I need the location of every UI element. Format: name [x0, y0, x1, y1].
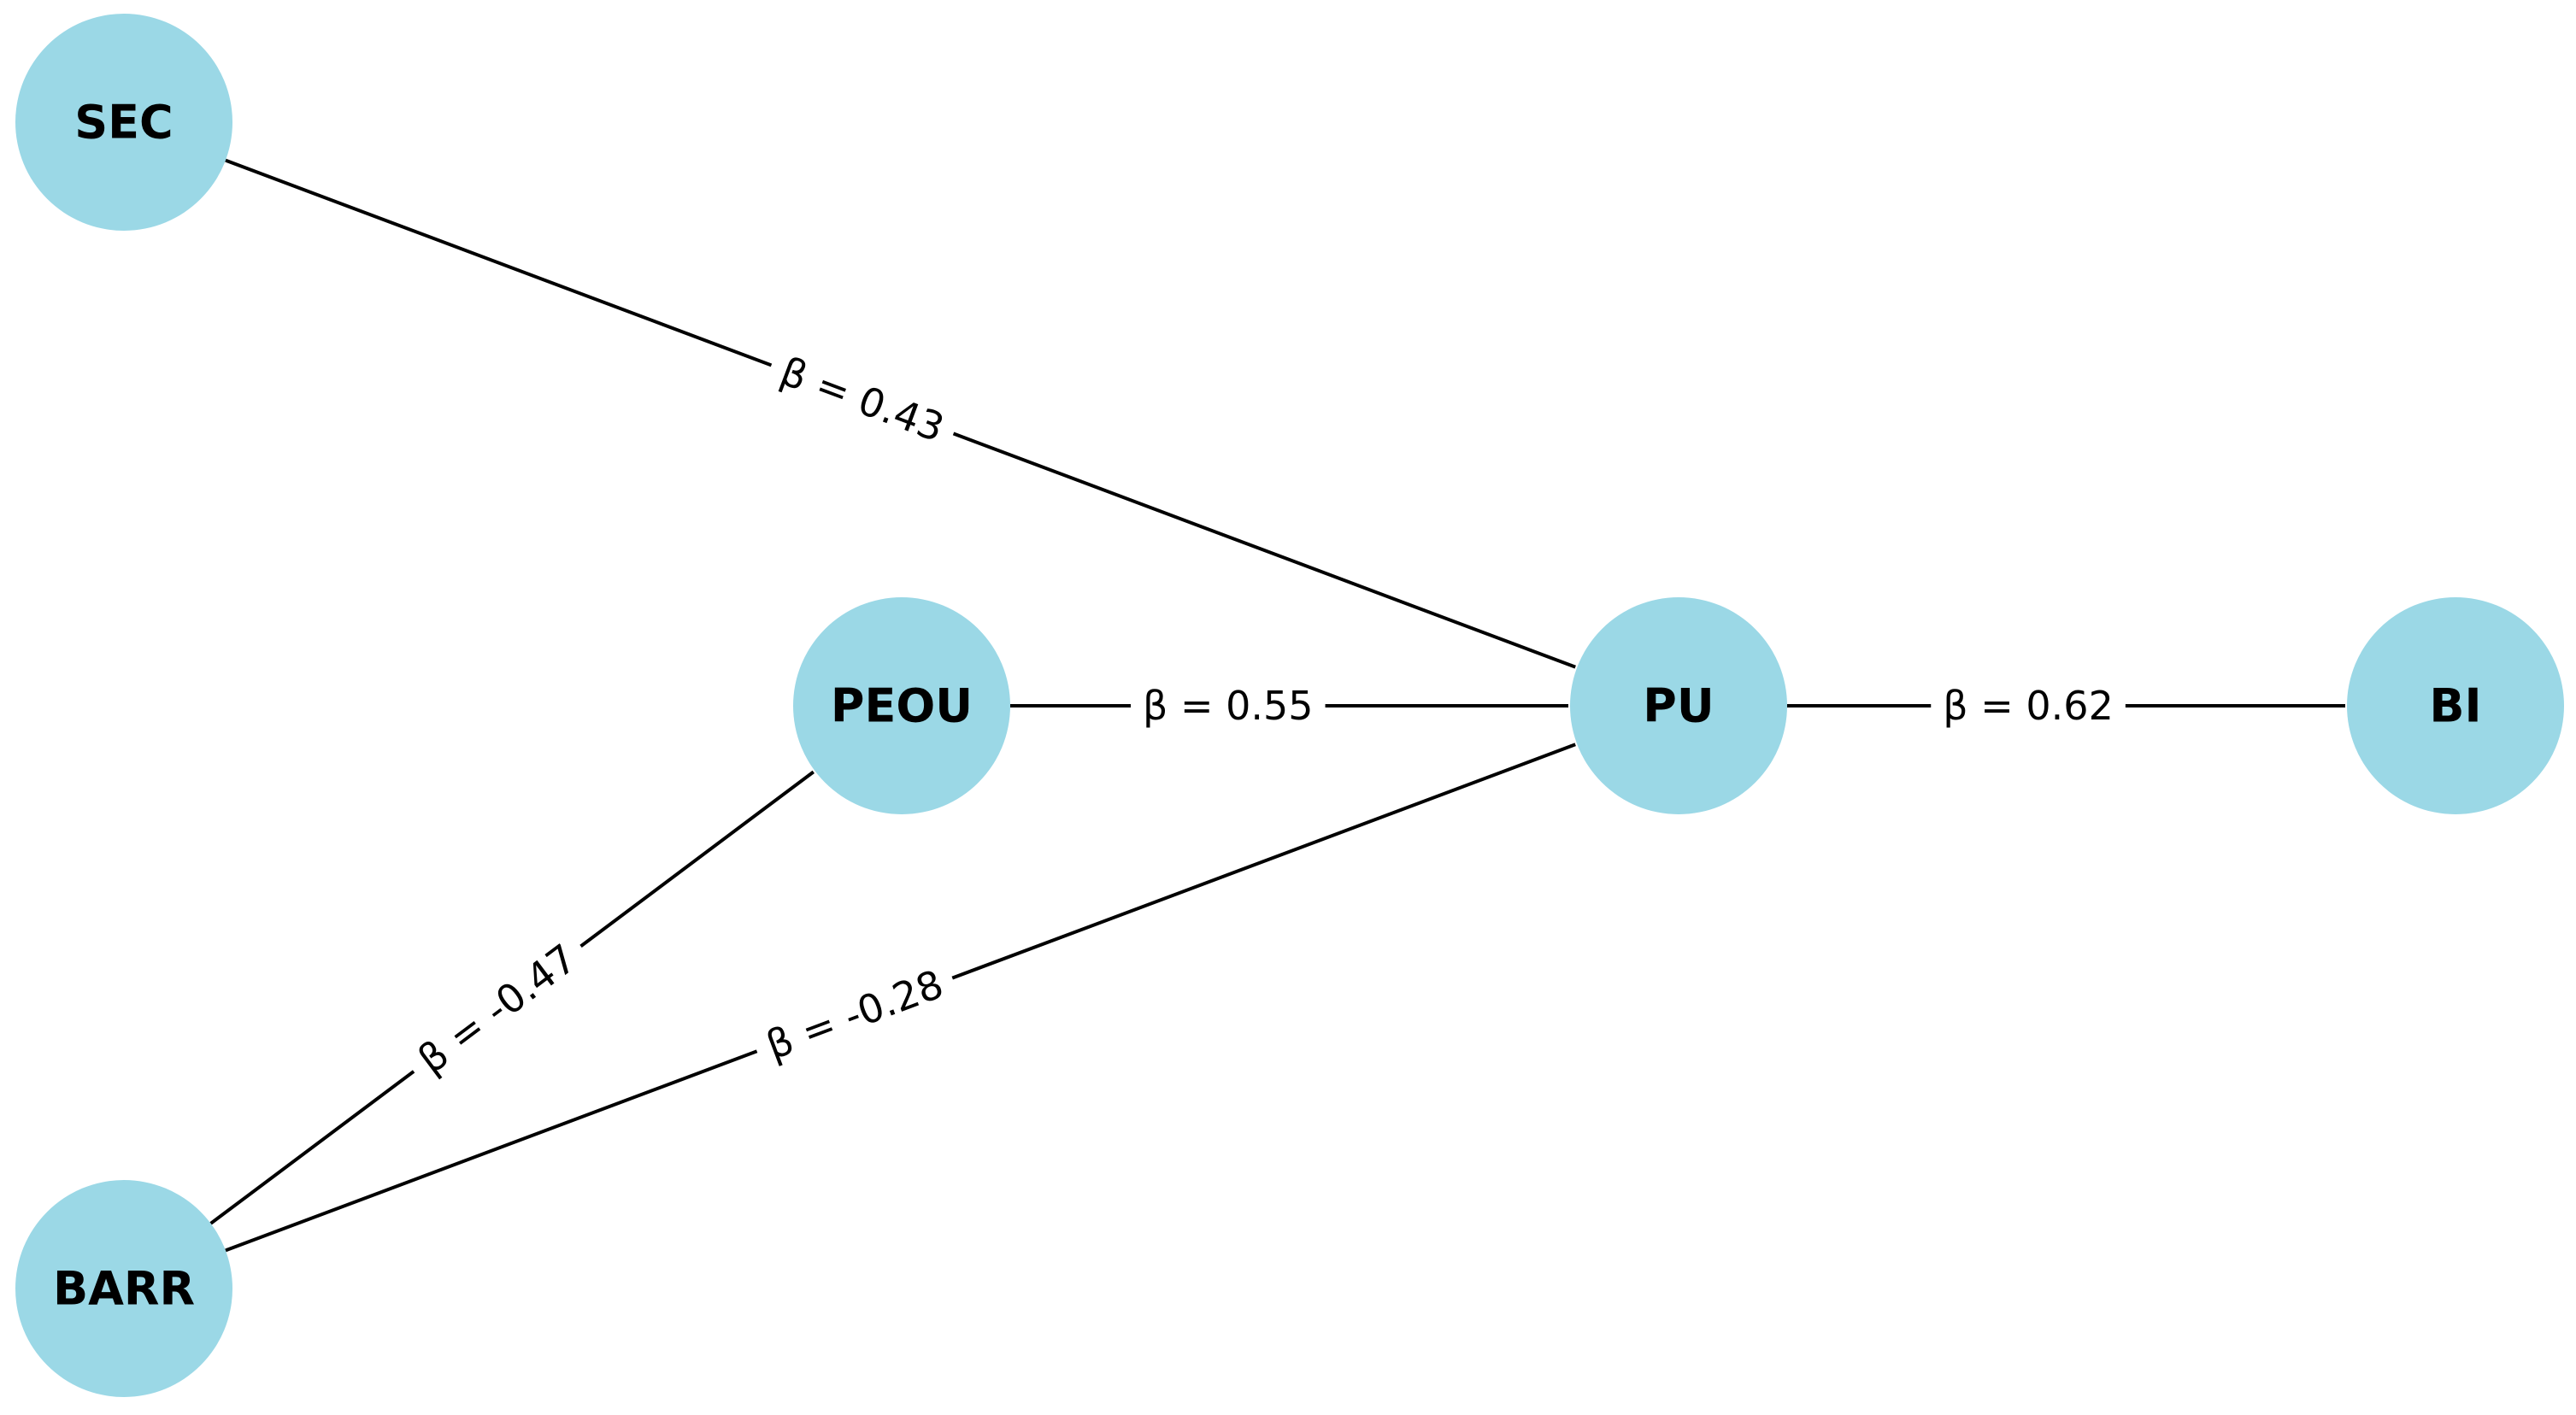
edge-label-background	[1931, 680, 2126, 731]
edge-label-group: β = 0.62	[1931, 680, 2126, 731]
node-circle	[15, 1180, 232, 1397]
node-barr: BARR	[15, 1180, 232, 1397]
nodes-layer: SEC PEOU PU BI BARR	[15, 14, 2564, 1397]
node-label: BARR	[53, 1262, 195, 1316]
edge-label-background	[762, 341, 963, 458]
edge-label-group: β = -0.47	[398, 925, 597, 1092]
edge-label: β = 0.55	[1143, 683, 1314, 729]
node-label: PEOU	[831, 679, 973, 733]
node-label: PU	[1643, 679, 1714, 733]
node-pu: PU	[1570, 597, 1787, 814]
edge-barr-to-peou: β = -0.47	[209, 770, 815, 1225]
node-circle	[793, 597, 1010, 814]
node-circle	[15, 14, 232, 231]
edge-label-background	[398, 925, 597, 1092]
node-peou: PEOU	[793, 597, 1010, 814]
edge-label-background	[748, 954, 962, 1076]
edge-pu-to-bi: β = 0.62	[1787, 680, 2345, 731]
node-label: BI	[2429, 679, 2481, 733]
edge-label-background	[1130, 680, 1326, 731]
node-circle	[2347, 597, 2564, 814]
node-circle	[1570, 597, 1787, 814]
edge-label-group: β = 0.43	[762, 341, 963, 458]
edges-layer: β = 0.43 β = 0.55 β = 0.62 β = -0.47 β = -0.…	[209, 158, 2345, 1253]
edge-label: β = -0.47	[409, 935, 585, 1083]
node-sec: SEC	[15, 14, 232, 231]
edge-label-group: β = 0.55	[1130, 680, 1326, 731]
edge-label: β = 0.62	[1943, 683, 2114, 729]
node-label: SEC	[74, 96, 173, 150]
node-bi: BI	[2347, 597, 2564, 814]
edge-barr-to-pu: β = -0.28	[225, 743, 1576, 1253]
edge-label-group: β = -0.28	[748, 954, 962, 1076]
edge-sec-to-pu: β = 0.43	[225, 158, 1576, 669]
edge-peou-to-pu: β = 0.55	[1010, 680, 1568, 731]
edge-label: β = 0.43	[774, 348, 950, 451]
